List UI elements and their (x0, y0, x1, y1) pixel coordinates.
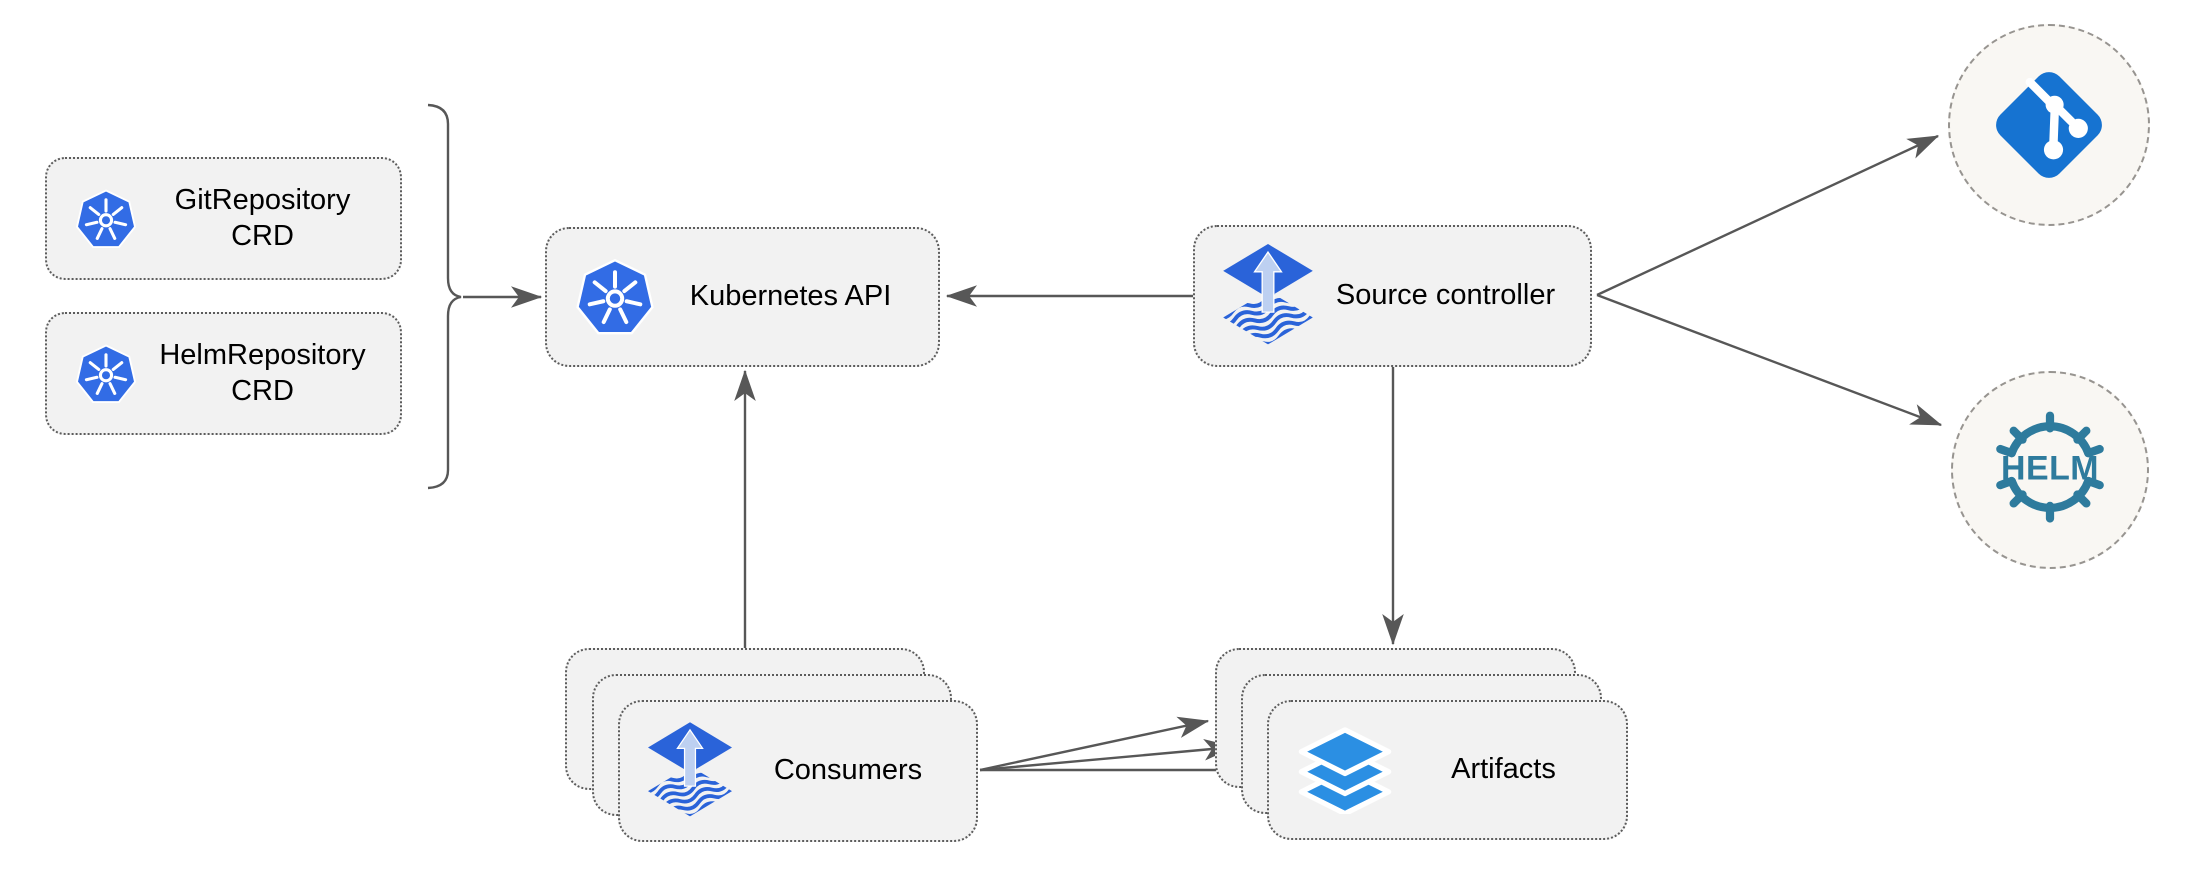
node-label: Consumers (773, 754, 923, 787)
kubernetes-icon (75, 343, 137, 405)
node-artifacts: Artifacts (1267, 700, 1628, 840)
kubernetes-icon (75, 188, 137, 250)
node-helm-remote: HELM (1951, 371, 2149, 569)
helm-icon: HELM (1987, 407, 2113, 533)
node-git-remote (1948, 24, 2150, 226)
edge-source-to-helm (1596, 293, 1943, 427)
node-helm-repository-crd: HelmRepository CRD (45, 312, 402, 435)
crd-group-bracket (427, 103, 462, 490)
node-label: HelmRepository CRD (159, 338, 366, 407)
node-label: Artifacts (1451, 753, 1556, 786)
flux-icon (648, 722, 732, 820)
node-git-repository-crd: GitRepository CRD (45, 157, 402, 280)
git-icon (1987, 63, 2111, 187)
node-label: GitRepository CRD (174, 183, 351, 252)
kubernetes-icon (575, 257, 655, 337)
node-consumers: Consumers (618, 700, 978, 842)
node-source-controller: Source controller (1193, 225, 1592, 367)
edge-consumers-to-artifacts-2 (979, 738, 1236, 772)
edge-source-to-git (1596, 134, 1940, 297)
flux-icon (1223, 244, 1313, 348)
edge-consumers-to-artifacts-1 (979, 716, 1210, 772)
node-kubernetes-api: Kubernetes API (545, 227, 940, 367)
node-label: Source controller (1335, 279, 1556, 312)
svg-text:HELM: HELM (2001, 450, 2099, 488)
node-label: Kubernetes API (689, 280, 892, 313)
layers-icon (1297, 726, 1393, 814)
